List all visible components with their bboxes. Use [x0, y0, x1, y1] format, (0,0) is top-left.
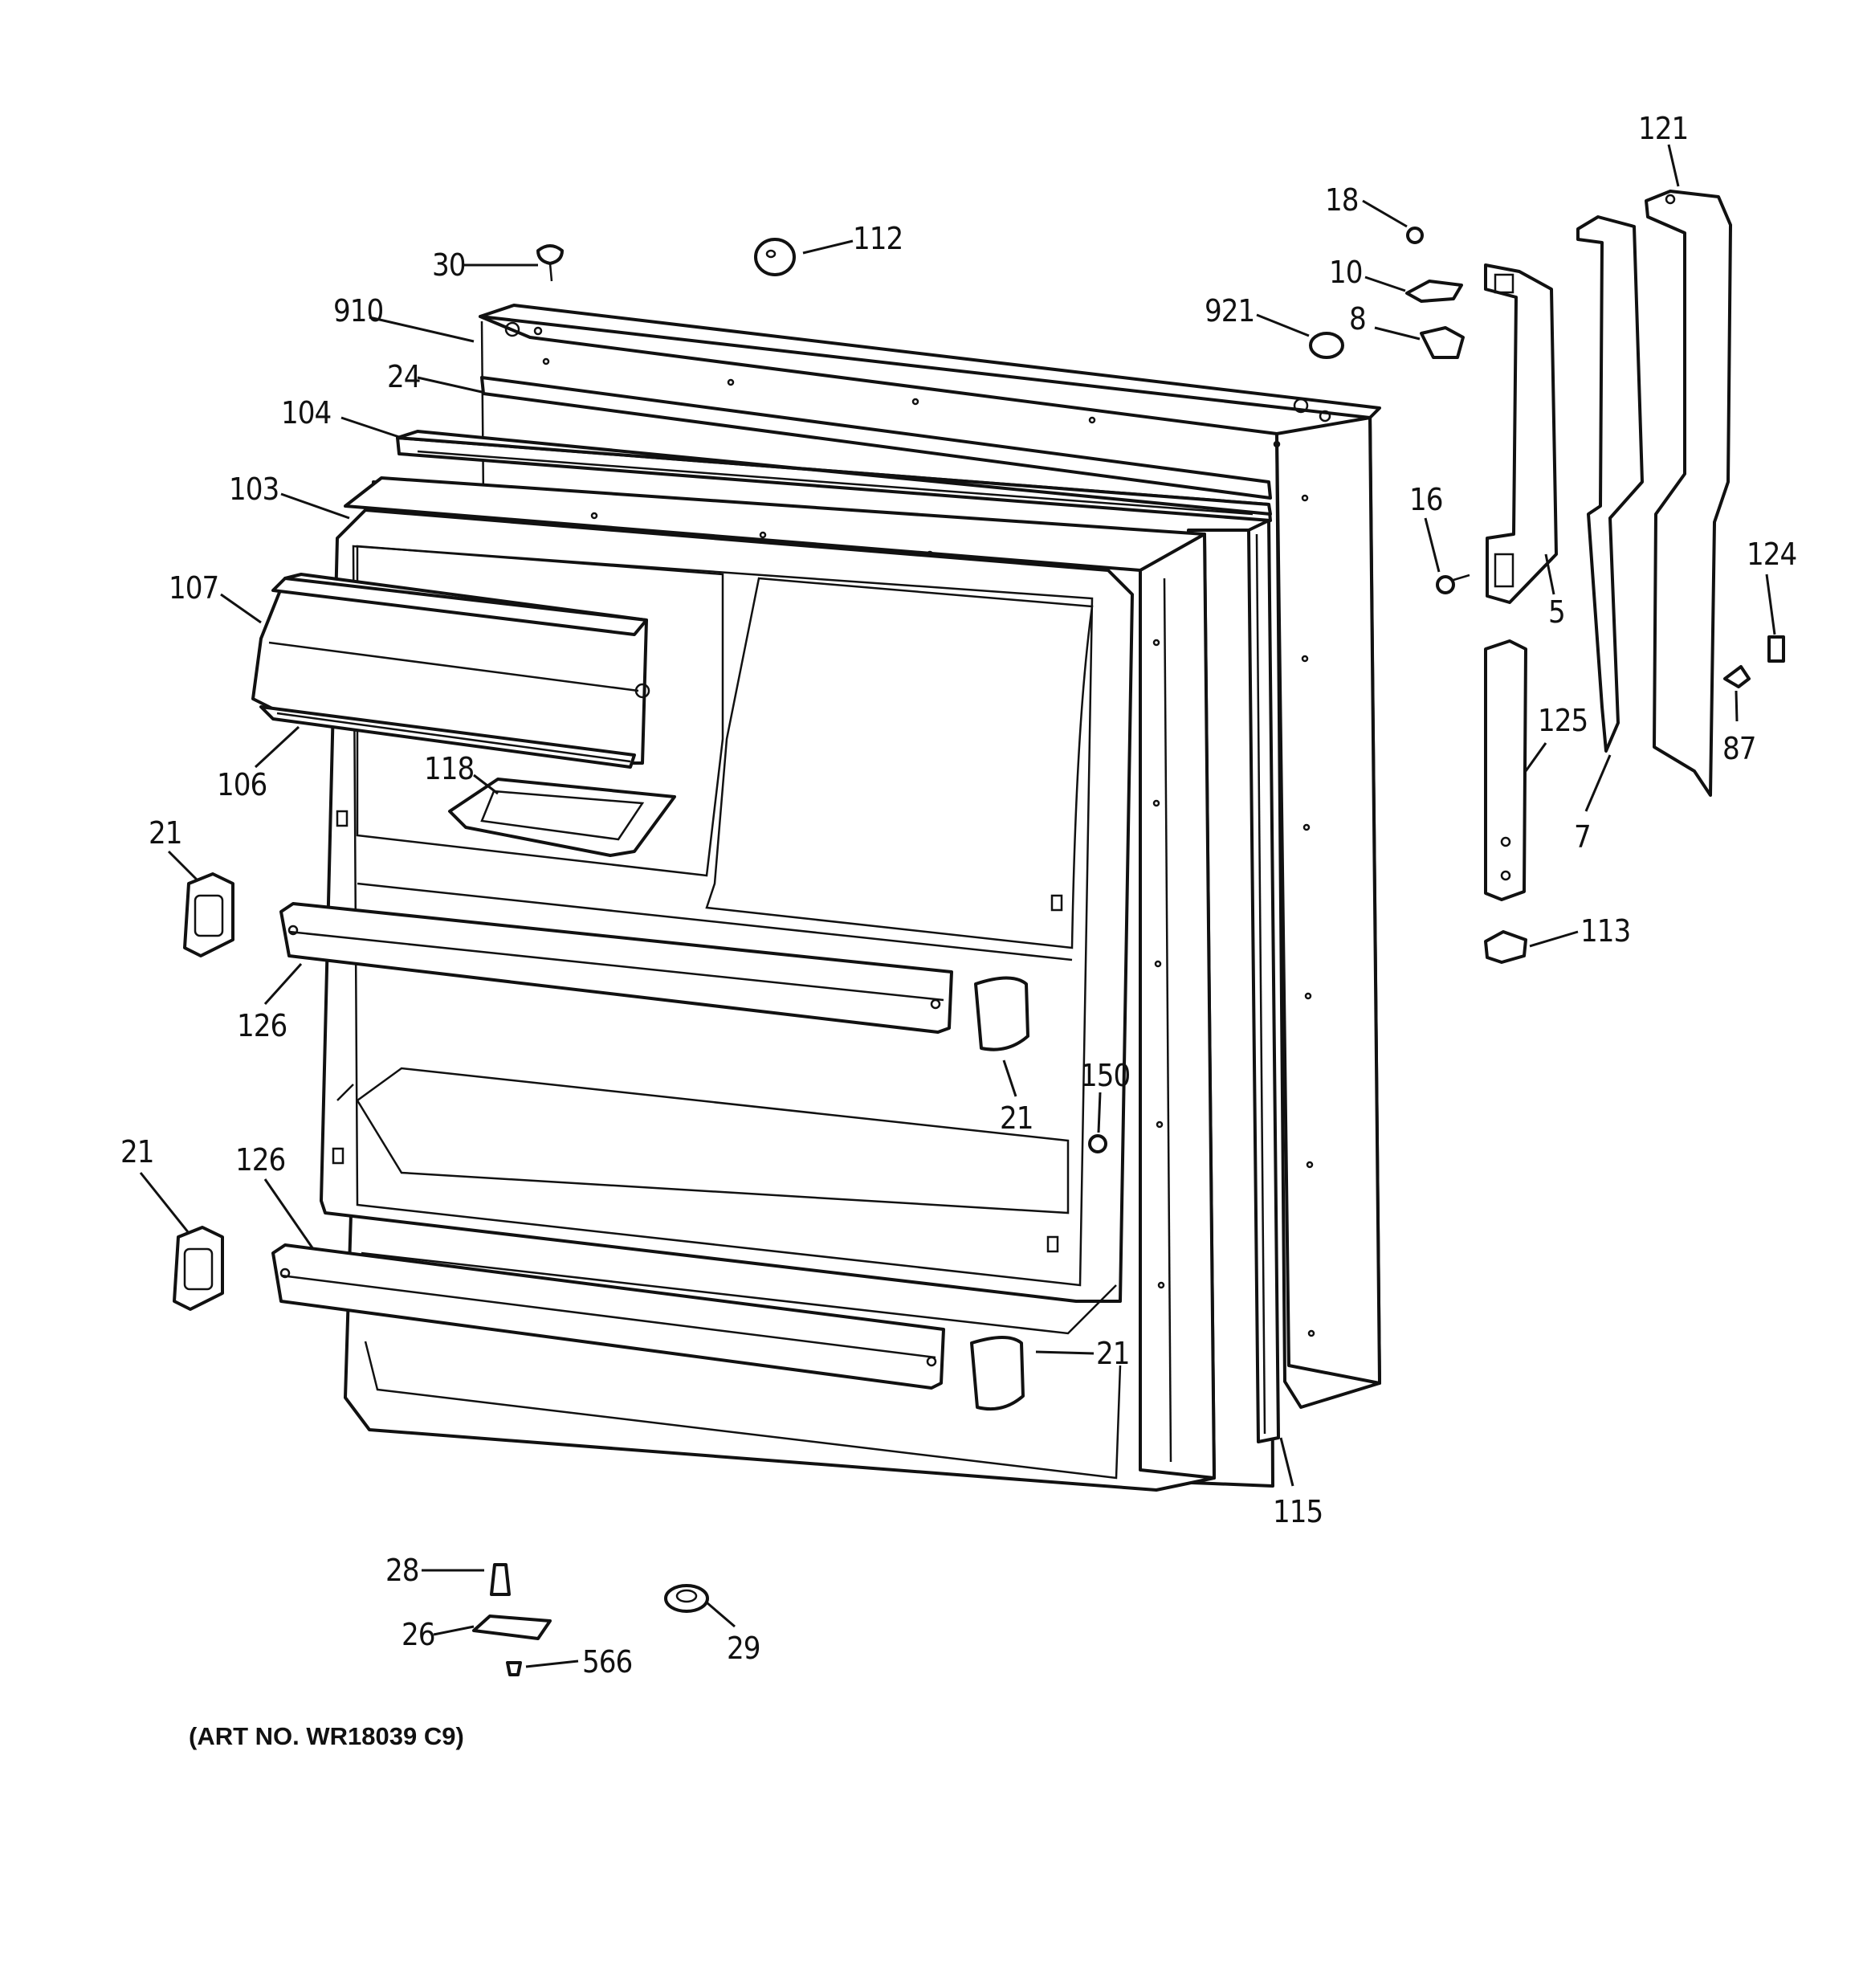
- screw-16: [1436, 574, 1470, 594]
- callout-10: 10: [1329, 255, 1363, 290]
- callout-30: 30: [432, 247, 466, 283]
- callout-113: 113: [1580, 913, 1630, 949]
- callout-29: 29: [727, 1631, 760, 1666]
- callout-7: 7: [1574, 819, 1591, 855]
- callout-24: 24: [387, 359, 421, 394]
- callout-566: 566: [582, 1644, 632, 1680]
- door-screw-holes: [542, 357, 1315, 1337]
- callout-8: 8: [1349, 301, 1366, 337]
- callout-labels: 30 112 910 24 104 103 107 106 118 21 126…: [120, 111, 1797, 1680]
- leader-lines: [139, 144, 1776, 1668]
- stop-8: [1420, 326, 1465, 359]
- screw-566: [506, 1661, 522, 1676]
- screw-30: [536, 244, 564, 282]
- callout-21-c: 21: [120, 1134, 154, 1170]
- shelf-support-right-lower: [970, 1336, 1025, 1411]
- upper-shelf-bar: [279, 902, 953, 1034]
- spacer-10: [1405, 280, 1463, 303]
- callout-16: 16: [1409, 482, 1443, 517]
- callout-28: 28: [385, 1553, 419, 1588]
- shelf-support-left-lower: [173, 1226, 224, 1311]
- hinge-plate-26: [472, 1614, 552, 1640]
- cam-28: [490, 1563, 511, 1596]
- clip-124: [1767, 635, 1785, 663]
- callout-21-b: 21: [1000, 1100, 1033, 1136]
- trim-121: [1645, 190, 1732, 797]
- callout-107: 107: [169, 570, 218, 606]
- callout-103: 103: [229, 471, 279, 507]
- trim-125: [1484, 639, 1527, 901]
- callout-112: 112: [853, 221, 903, 256]
- block-113: [1484, 930, 1527, 964]
- callout-87: 87: [1722, 731, 1756, 766]
- callout-104: 104: [281, 395, 331, 431]
- callout-921: 921: [1205, 293, 1254, 329]
- screw-18: [1406, 227, 1424, 244]
- shelf-support-left-upper: [183, 872, 234, 957]
- callout-124: 124: [1747, 537, 1796, 572]
- callout-125: 125: [1538, 703, 1588, 738]
- screw-150: [1088, 1134, 1107, 1153]
- egg-tray: [448, 778, 676, 857]
- plug-112: [754, 238, 796, 276]
- screw-87: [1723, 665, 1751, 688]
- callout-150: 150: [1080, 1058, 1130, 1093]
- outer-door-panel: [479, 304, 1381, 1409]
- lower-shelf-bar: [271, 1243, 945, 1390]
- callout-21-d: 21: [1096, 1336, 1130, 1371]
- callout-910: 910: [333, 293, 383, 329]
- door-seal-strip: [1247, 519, 1280, 1443]
- handle-5: [1484, 263, 1558, 604]
- callout-126-a: 126: [237, 1008, 287, 1043]
- callout-18: 18: [1325, 182, 1359, 218]
- shelf-support-right-upper: [974, 976, 1029, 1051]
- callout-5: 5: [1548, 594, 1565, 630]
- callout-21-a: 21: [149, 815, 182, 851]
- bushing-29: [664, 1584, 709, 1613]
- callout-26: 26: [402, 1617, 435, 1652]
- callout-106: 106: [217, 767, 267, 802]
- cap-921: [1309, 332, 1344, 359]
- dairy-compartment-door: [251, 573, 650, 769]
- callout-115: 115: [1273, 1494, 1323, 1529]
- trim-7: [1576, 215, 1644, 753]
- callout-118: 118: [424, 751, 474, 786]
- art-number: (ART NO. WR18039 C9): [189, 1722, 464, 1750]
- callout-126-b: 126: [235, 1142, 285, 1178]
- callout-121: 121: [1638, 111, 1688, 146]
